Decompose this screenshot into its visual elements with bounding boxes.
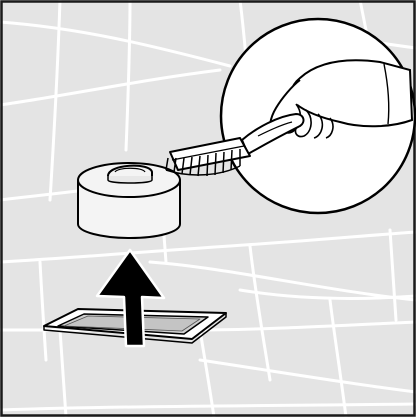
up-arrow-icon xyxy=(95,248,166,348)
callout-magnifier xyxy=(219,17,416,215)
scrub-brush-icon xyxy=(241,113,305,155)
brush-head xyxy=(165,137,251,177)
drain-cover-cap xyxy=(77,162,181,239)
